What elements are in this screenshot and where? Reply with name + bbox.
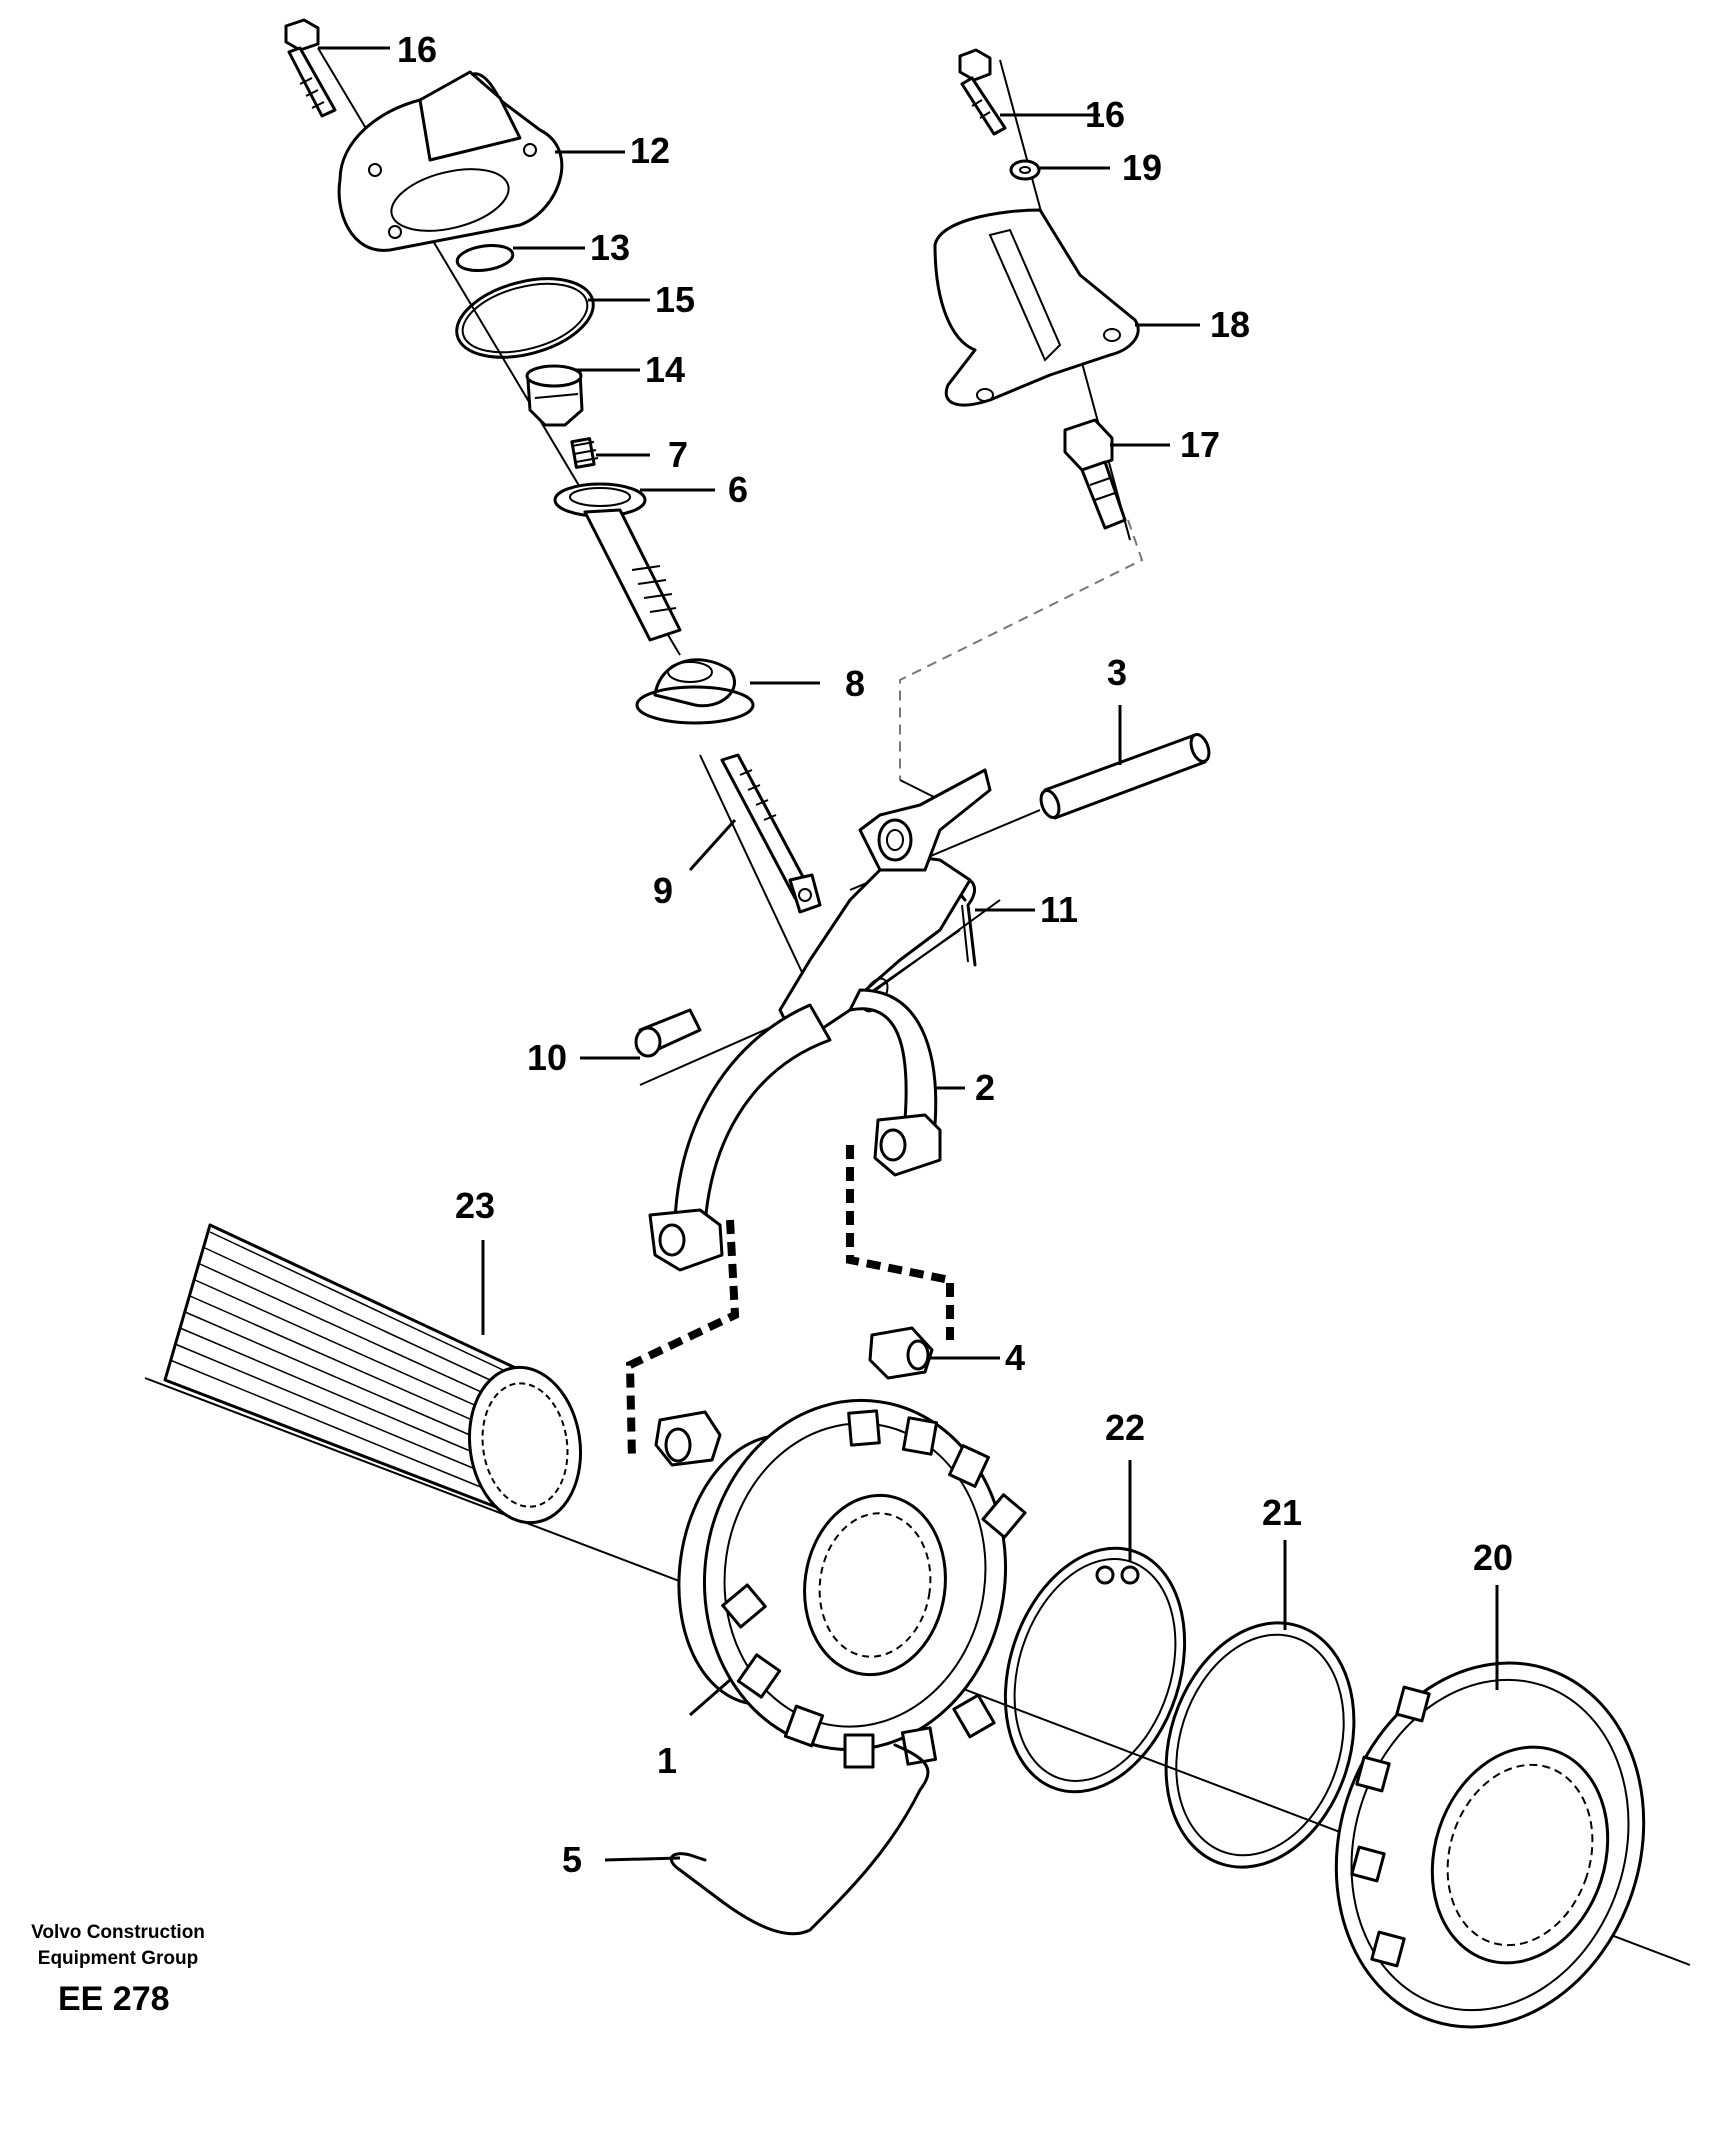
callout-12: 12 (630, 130, 670, 171)
callout-14: 14 (645, 349, 685, 390)
bolt-16-right (958, 48, 1007, 136)
rod-9 (720, 753, 822, 914)
publisher-line-2: Equipment Group (37, 1948, 199, 1969)
callout-21: 21 (1262, 1492, 1302, 1533)
bolt-16-left (284, 18, 337, 118)
callout-8: 8 (845, 663, 865, 704)
shift-pad-4 (868, 1326, 934, 1380)
callout-2: 2 (975, 1067, 995, 1108)
callout-leaders (318, 46, 1499, 1862)
callout-1: 1 (657, 1740, 677, 1781)
callout-11: 11 (1040, 889, 1078, 930)
gear-hub-20 (1334, 1661, 1646, 2029)
callout-labels: 16 12 13 15 14 7 6 8 9 3 11 10 2 23 4 1 … (397, 29, 1513, 1880)
o-ring-13 (455, 243, 515, 273)
callout-18: 18 (1210, 304, 1250, 345)
bracket-18 (933, 208, 1140, 407)
washer-19 (1009, 159, 1041, 181)
linkage-dashes (625, 1145, 954, 1461)
callout-20: 20 (1473, 1537, 1513, 1578)
coupling-sleeve-1 (677, 1398, 1027, 1769)
callout-22: 22 (1105, 1407, 1145, 1448)
callout-19: 19 (1122, 147, 1162, 188)
callout-9: 9 (653, 870, 673, 911)
splined-shaft-23 (163, 1223, 583, 1525)
publisher-line-1: Volvo Construction (31, 1922, 205, 1943)
bushing-14 (525, 364, 584, 427)
callout-23: 23 (455, 1185, 495, 1226)
callout-17: 17 (1180, 424, 1220, 465)
spring-clip-8 (635, 658, 755, 725)
pin-10 (634, 1008, 702, 1058)
spring-7 (570, 437, 599, 469)
callout-16-right: 16 (1085, 94, 1125, 135)
shaft-3 (1039, 733, 1211, 820)
callout-7: 7 (668, 434, 688, 475)
o-ring-15 (455, 277, 595, 359)
shift-fork-2 (648, 768, 992, 1272)
callout-16-left: 16 (397, 29, 437, 70)
callout-6: 6 (728, 469, 748, 510)
cover-12 (337, 70, 564, 252)
callout-4: 4 (1005, 1337, 1025, 1378)
plunger-6 (553, 482, 682, 642)
figure-code: EE 278 (58, 1980, 170, 2018)
callout-3: 3 (1107, 652, 1127, 693)
ring-21 (1164, 1621, 1356, 1869)
callout-15: 15 (655, 279, 695, 320)
callout-10: 10 (527, 1037, 567, 1078)
sensor-17 (1063, 418, 1127, 530)
shift-pad-4-second (654, 1410, 722, 1467)
spring-wire-5 (669, 1743, 930, 1936)
callout-13: 13 (590, 227, 630, 268)
callout-5: 5 (562, 1839, 582, 1880)
